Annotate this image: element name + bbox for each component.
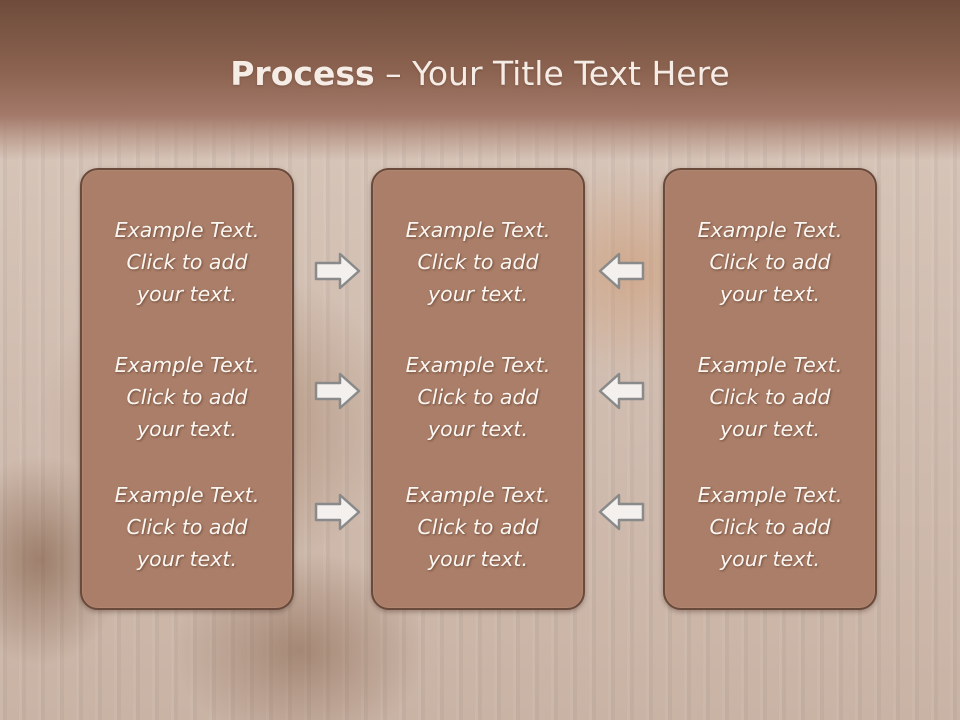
text-line: Click to add (709, 250, 831, 274)
right-arrow-icon[interactable] (314, 251, 362, 291)
text-line: your text. (720, 417, 820, 441)
left-arrow-icon[interactable] (597, 251, 645, 291)
text-block[interactable]: Example Text. Click to add your text. (373, 479, 583, 575)
text-line: Example Text. (697, 218, 843, 242)
text-line: Example Text. (697, 353, 843, 377)
title-band (0, 0, 960, 160)
text-block[interactable]: Example Text. Click to add your text. (665, 479, 875, 575)
text-line: Click to add (417, 250, 539, 274)
slide-title[interactable]: Process – Your Title Text Here (0, 52, 960, 96)
right-arrow-icon[interactable] (314, 371, 362, 411)
right-arrow-icon[interactable] (314, 492, 362, 532)
text-line: Example Text. (405, 353, 551, 377)
text-line: your text. (720, 547, 820, 571)
process-box-left[interactable]: Example Text. Click to add your text. Ex… (80, 168, 294, 610)
text-line: Example Text. (405, 483, 551, 507)
text-line: Example Text. (697, 483, 843, 507)
text-line: your text. (137, 417, 237, 441)
text-line: Click to add (709, 385, 831, 409)
text-block[interactable]: Example Text. Click to add your text. (665, 349, 875, 445)
text-block[interactable]: Example Text. Click to add your text. (373, 214, 583, 310)
title-rest: – Your Title Text Here (374, 54, 730, 93)
text-block[interactable]: Example Text. Click to add your text. (82, 479, 292, 575)
text-line: your text. (428, 282, 528, 306)
text-line: your text. (428, 417, 528, 441)
text-line: Example Text. (114, 483, 260, 507)
text-line: Click to add (126, 515, 248, 539)
text-line: your text. (720, 282, 820, 306)
text-line: your text. (428, 547, 528, 571)
text-line: your text. (137, 547, 237, 571)
title-bold: Process (230, 54, 375, 93)
text-line: Click to add (417, 385, 539, 409)
text-block[interactable]: Example Text. Click to add your text. (665, 214, 875, 310)
process-box-right[interactable]: Example Text. Click to add your text. Ex… (663, 168, 877, 610)
text-line: Click to add (709, 515, 831, 539)
text-block[interactable]: Example Text. Click to add your text. (373, 349, 583, 445)
text-line: Click to add (126, 385, 248, 409)
text-line: Click to add (126, 250, 248, 274)
text-line: Example Text. (114, 218, 260, 242)
text-line: Example Text. (114, 353, 260, 377)
text-block[interactable]: Example Text. Click to add your text. (82, 349, 292, 445)
process-box-middle[interactable]: Example Text. Click to add your text. Ex… (371, 168, 585, 610)
text-line: Click to add (417, 515, 539, 539)
text-line: Example Text. (405, 218, 551, 242)
text-line: your text. (137, 282, 237, 306)
text-block[interactable]: Example Text. Click to add your text. (82, 214, 292, 310)
left-arrow-icon[interactable] (597, 492, 645, 532)
left-arrow-icon[interactable] (597, 371, 645, 411)
